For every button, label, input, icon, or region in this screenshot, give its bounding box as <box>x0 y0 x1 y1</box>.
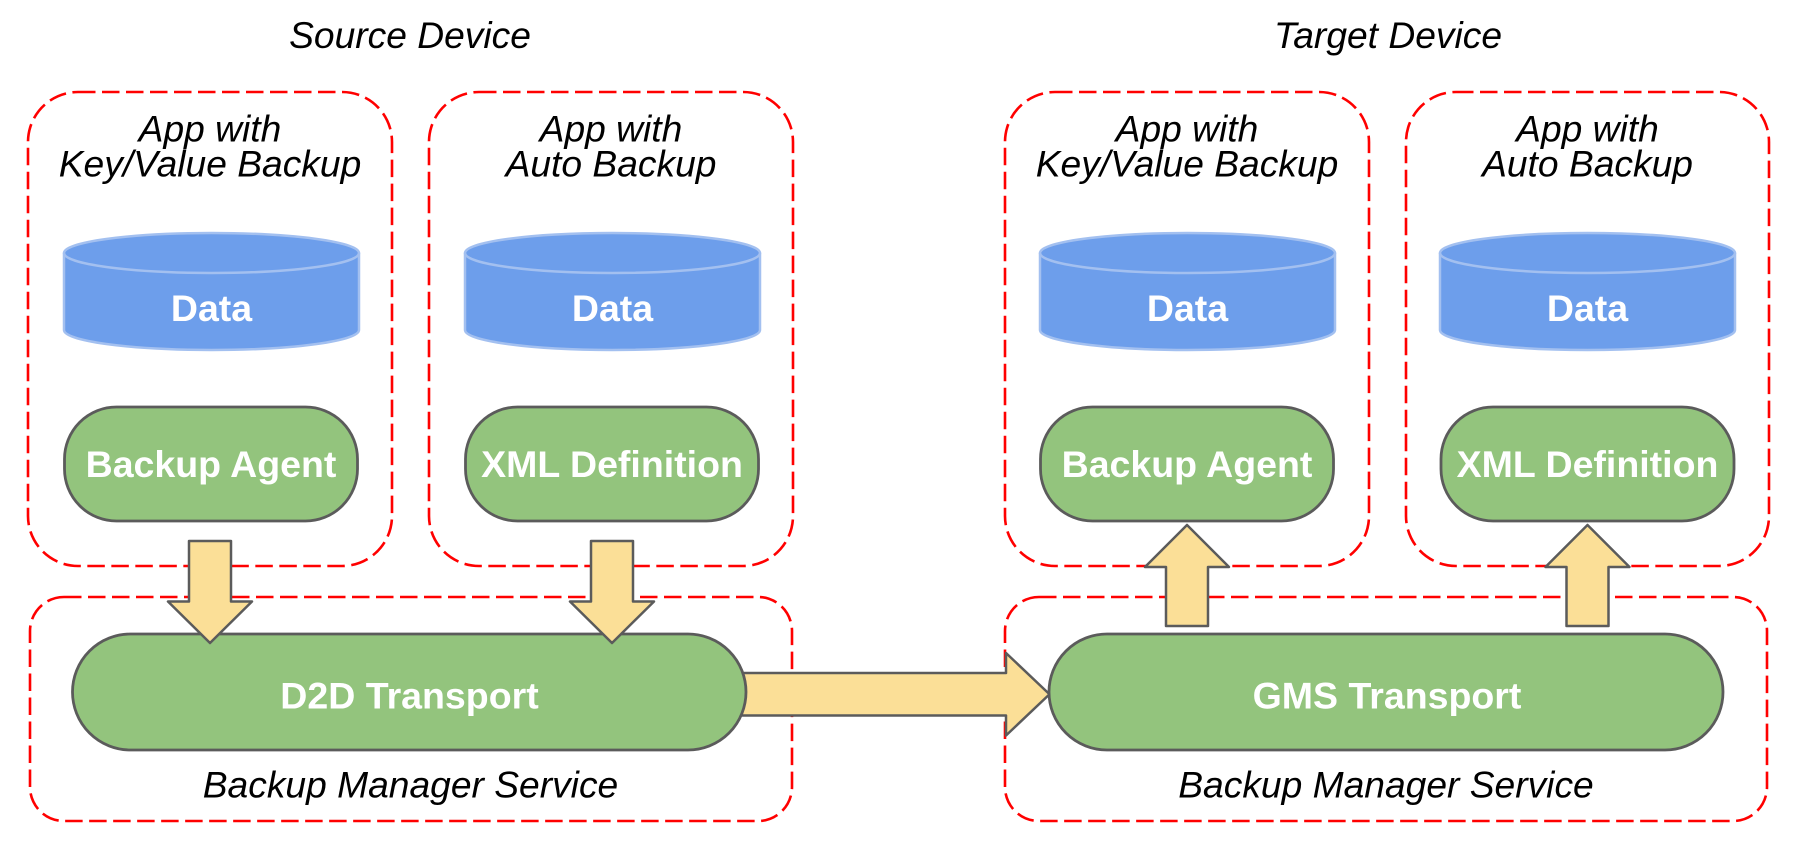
svg-text:Auto Backup: Auto Backup <box>1480 143 1693 185</box>
svg-text:App with: App with <box>137 108 282 150</box>
svg-text:XML Definition: XML Definition <box>1457 443 1719 485</box>
svg-text:Auto Backup: Auto Backup <box>504 143 717 185</box>
svg-text:App with: App with <box>538 108 683 150</box>
svg-text:Backup Manager Service: Backup Manager Service <box>1178 764 1593 806</box>
svg-text:Source Device: Source Device <box>289 14 531 56</box>
svg-text:Data: Data <box>1147 287 1229 329</box>
svg-text:Data: Data <box>1547 287 1629 329</box>
svg-text:Data: Data <box>171 287 253 329</box>
svg-text:Backup Agent: Backup Agent <box>86 443 337 485</box>
svg-text:Target Device: Target Device <box>1274 14 1502 56</box>
svg-text:Backup Manager Service: Backup Manager Service <box>203 764 618 806</box>
svg-text:Data: Data <box>572 287 654 329</box>
svg-text:Key/Value Backup: Key/Value Backup <box>59 143 362 185</box>
svg-text:D2D Transport: D2D Transport <box>280 675 539 717</box>
svg-text:Key/Value Backup: Key/Value Backup <box>1036 143 1339 185</box>
svg-text:GMS Transport: GMS Transport <box>1253 675 1522 717</box>
svg-text:XML Definition: XML Definition <box>481 443 743 485</box>
svg-text:App with: App with <box>1514 108 1659 150</box>
svg-text:Backup Agent: Backup Agent <box>1062 443 1313 485</box>
svg-text:App with: App with <box>1114 108 1259 150</box>
